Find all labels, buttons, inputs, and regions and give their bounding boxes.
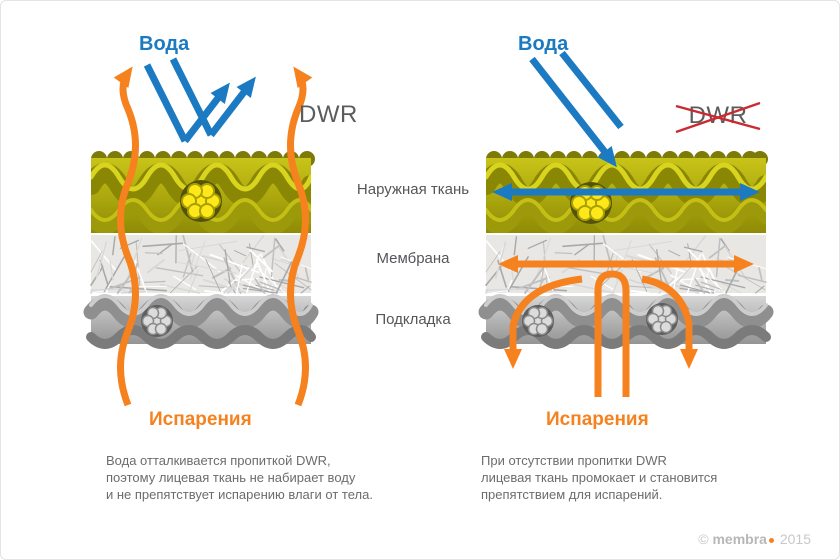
right-water-label: Вода <box>518 33 569 55</box>
left-fabric-diagram <box>83 57 319 407</box>
caption-line: поэтому лицевая ткань не набирает воду <box>106 470 356 485</box>
lining-fiber-bundle <box>646 303 678 335</box>
outer-fiber-bundle <box>570 182 612 224</box>
left-caption: Вода отталкивается пропиткой DWR, поэтом… <box>106 452 373 503</box>
right-water-arrows <box>492 50 760 201</box>
lining-fiber-bundle <box>141 305 173 337</box>
caption-line: Вода отталкивается пропиткой DWR, <box>106 453 331 468</box>
left-water-label: Вода <box>139 33 190 55</box>
dwr-cross-icon <box>675 101 761 134</box>
lining-fiber-bundle <box>522 305 554 337</box>
left-dwr-label: DWR <box>299 101 358 128</box>
membrane-fibers <box>90 234 312 294</box>
brand-dot-icon <box>768 538 774 543</box>
left-water-arrows <box>143 57 256 144</box>
lining-layer <box>83 294 319 349</box>
right-fabric-diagram <box>478 50 774 397</box>
right-dwr-label-crossed: DWR <box>675 97 761 137</box>
caption-line: лицевая ткань промокает и становится <box>481 470 718 485</box>
watermark-year: 2015 <box>779 531 811 547</box>
left-vapor-arrows <box>113 66 313 407</box>
layer-label-membrane: Мембрана <box>376 250 450 267</box>
watermark-brand: membra <box>712 531 767 547</box>
watermark: © membra 2015 <box>698 531 811 547</box>
caption-line: препятствием для испарений. <box>481 487 663 502</box>
watermark-copyright: © <box>698 531 709 547</box>
right-caption: При отсутствии пропитки DWR лицевая ткан… <box>481 452 717 503</box>
caption-line: и не препятствует испарению влаги от тел… <box>106 487 373 502</box>
left-evaporation-label: Испарения <box>149 409 252 430</box>
right-evaporation-label: Испарения <box>546 409 649 430</box>
right-vapor-arrows <box>498 255 754 397</box>
outer-fiber-bundle <box>180 180 222 222</box>
layer-label-lining: Подкладка <box>375 311 451 328</box>
caption-line: При отсутствии пропитки DWR <box>481 453 667 468</box>
layer-label-outer-fabric: Наружная ткань <box>356 181 470 198</box>
